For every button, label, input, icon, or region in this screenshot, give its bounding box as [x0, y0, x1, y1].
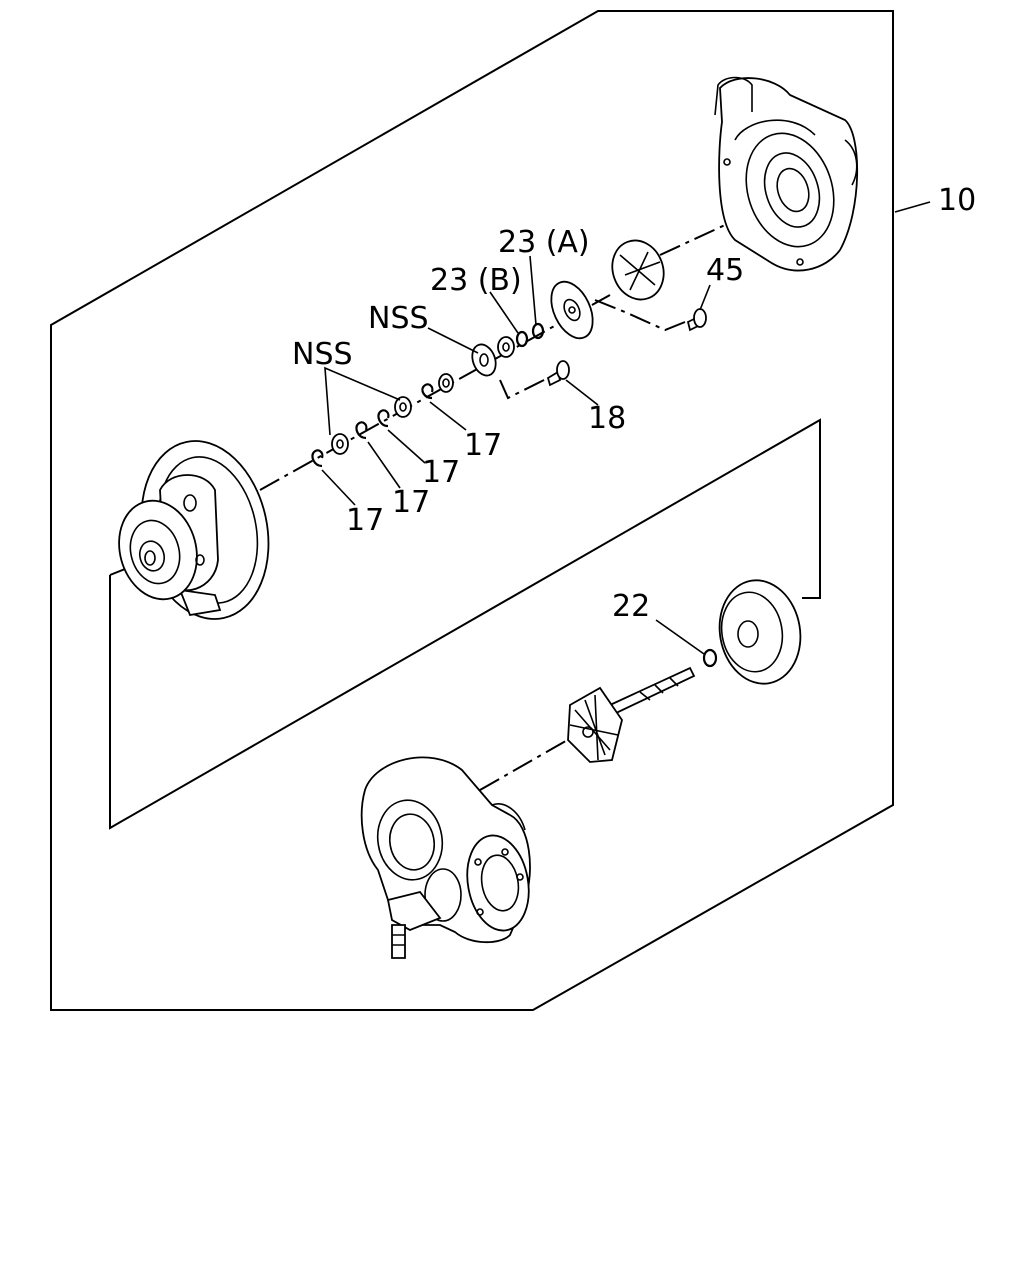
- callout-nss-upper: NSS: [368, 301, 429, 336]
- callout-17-c: 17: [392, 485, 430, 520]
- seal-ring-23a: [531, 322, 545, 340]
- assembly-frame: [50, 10, 894, 1011]
- leader-45: [699, 284, 711, 311]
- leader-22: [655, 619, 705, 655]
- leader-10: [894, 201, 931, 213]
- callout-22: 22: [612, 589, 650, 624]
- thrust-collar: [497, 336, 515, 358]
- inner-frame: [109, 418, 821, 830]
- compressor-wheel: [611, 239, 665, 301]
- journal-bearing-upper: [394, 396, 412, 418]
- callout-23a: 23 (A): [498, 225, 590, 260]
- callout-23b: 23 (B): [430, 263, 522, 298]
- bolt-45-leader: [594, 299, 686, 332]
- leader-17-d: [321, 469, 356, 506]
- leader-nss-lower: [324, 366, 401, 436]
- screw-18: [546, 360, 570, 387]
- bearing-housing: [118, 440, 270, 620]
- callout-18: 18: [588, 401, 626, 436]
- leader-nss-upper: [427, 327, 479, 354]
- turbine-housing: [360, 756, 531, 959]
- callout-10: 10: [938, 183, 976, 218]
- leader-17-a: [429, 401, 467, 431]
- callout-nss-lower: NSS: [292, 337, 353, 372]
- thrust-spacer: [438, 373, 454, 393]
- thrust-bearing: [471, 343, 497, 377]
- leader-23a: [529, 255, 537, 326]
- leader-23b: [489, 291, 519, 334]
- leader-18: [565, 379, 599, 406]
- turbine-wheel-shaft: [567, 666, 696, 763]
- snap-ring-17-a: [421, 383, 434, 400]
- callout-17-d: 17: [346, 503, 384, 538]
- snap-ring-17-b: [377, 409, 390, 428]
- callout-17-b: 17: [422, 455, 460, 490]
- callout-17-a: 17: [464, 428, 502, 463]
- leader-17-c: [367, 441, 401, 489]
- callout-45: 45: [706, 253, 744, 288]
- snap-ring-17-d: [311, 449, 324, 468]
- snap-ring-17-c: [355, 421, 368, 440]
- heat-shield: [718, 579, 802, 685]
- bolt-18-leader: [499, 377, 549, 400]
- compressor-housing: [714, 76, 859, 272]
- journal-bearing-lower: [331, 433, 349, 455]
- screw-45: [686, 308, 707, 332]
- leader-17-b: [387, 429, 426, 464]
- seal-plate: [550, 280, 594, 340]
- seal-ring-23b: [515, 330, 529, 348]
- o-ring-22: [702, 648, 718, 668]
- compressor-axis: [259, 294, 611, 491]
